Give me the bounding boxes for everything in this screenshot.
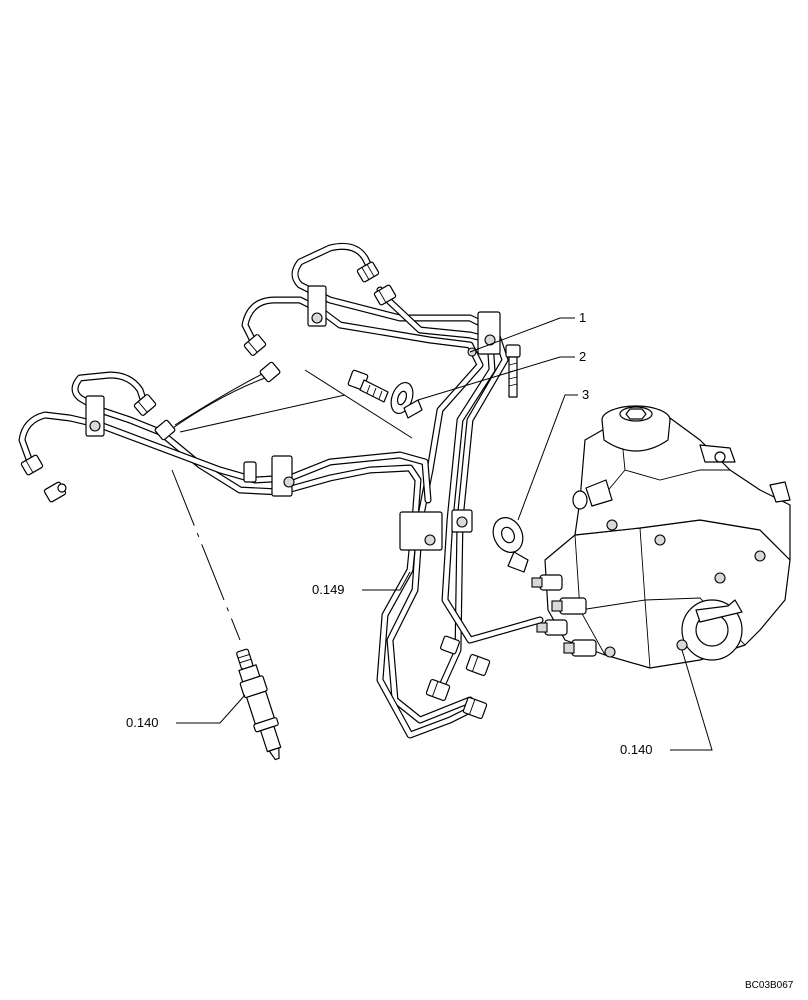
clamp-top (307, 285, 327, 327)
injection-pipes (18, 242, 544, 739)
clamp-lower (399, 509, 473, 551)
assembly-lines (171, 369, 413, 641)
pipe-clamps (85, 285, 501, 551)
callout-2: 2 (579, 349, 586, 364)
clamp-middle (243, 455, 295, 497)
clamp-right (467, 311, 501, 357)
injector (236, 648, 282, 761)
callout-ref-injector: 0.140 (126, 715, 159, 730)
pump-outlet-1 (531, 574, 563, 591)
pump-outlet-3 (536, 619, 568, 636)
pipe-fittings (20, 261, 491, 719)
injection-pump (531, 405, 791, 669)
callout-ref-pump: 0.140 (620, 742, 653, 757)
callout-3: 3 (582, 387, 589, 402)
banjo-bolt (347, 369, 389, 403)
clamp-left (85, 395, 105, 437)
callout-ref-pipes: 0.149 (312, 582, 345, 597)
pump-outlet-4 (563, 639, 597, 657)
banjo-fitting (390, 381, 423, 419)
callout-1: 1 (579, 310, 586, 325)
washer-seal (492, 517, 529, 573)
pump-outlet-2 (551, 597, 587, 615)
callout-leaders (176, 317, 713, 751)
drawing-code: BC03B067 (745, 980, 794, 991)
